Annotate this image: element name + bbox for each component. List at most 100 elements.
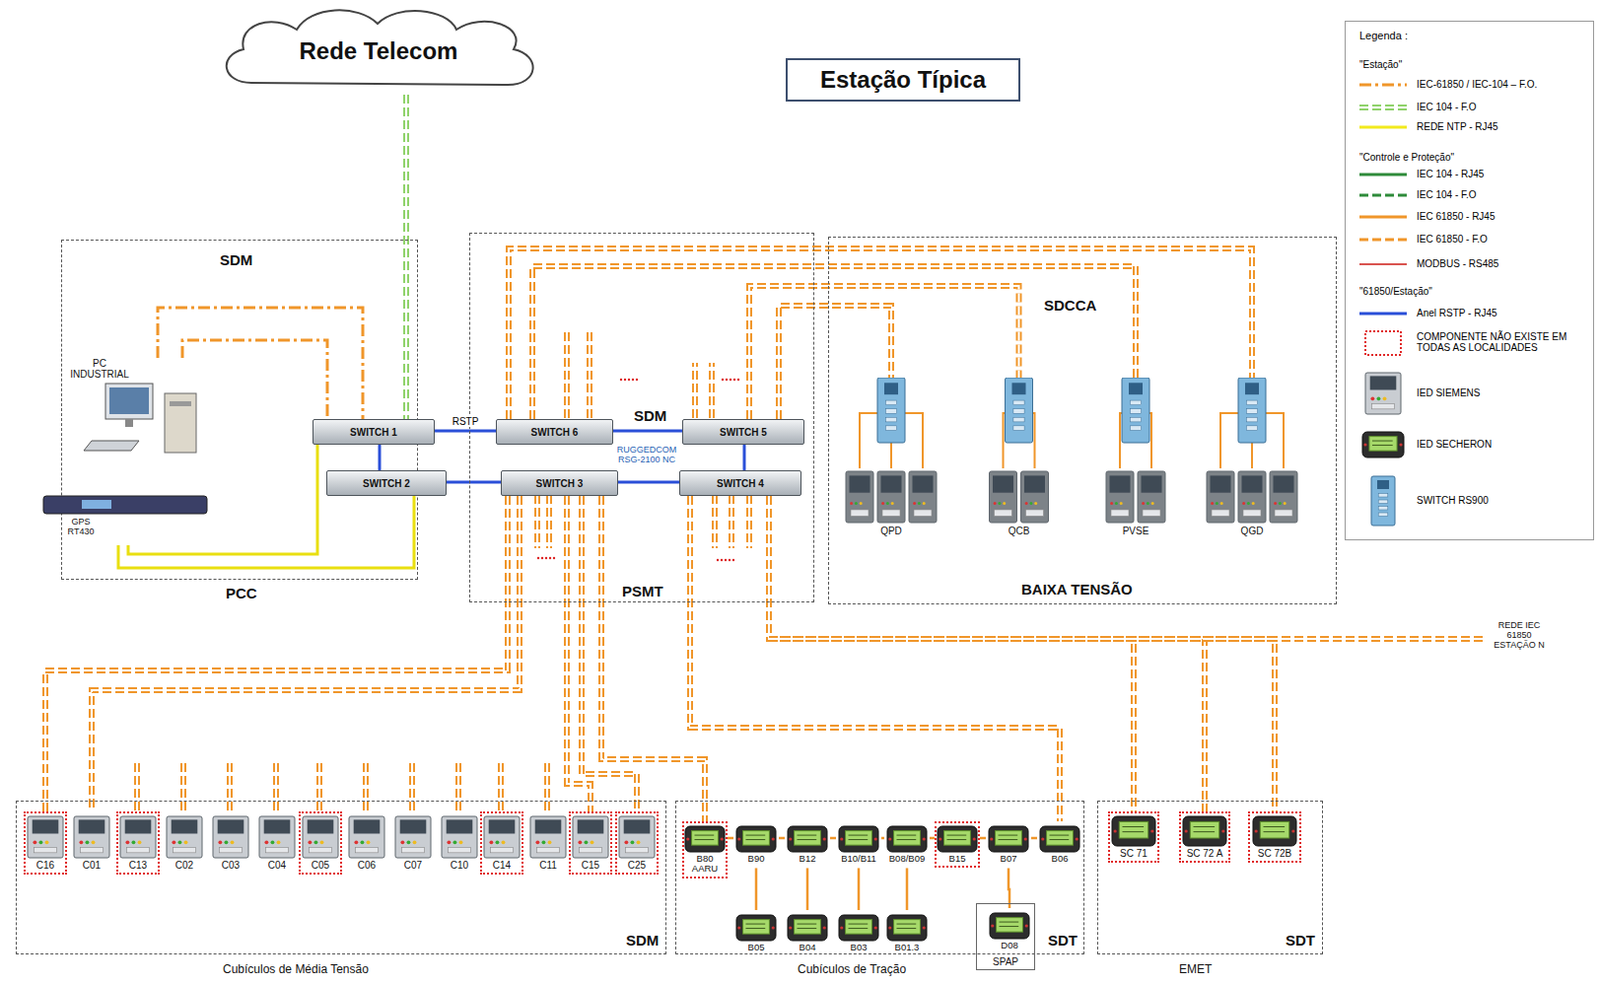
ied-led bbox=[922, 501, 926, 505]
ied-button bbox=[839, 836, 843, 840]
connector bbox=[778, 305, 892, 419]
node-label: SDM bbox=[219, 251, 253, 269]
connector-group bbox=[91, 495, 520, 812]
ellipsis-dot bbox=[553, 556, 556, 559]
ellipsis-dot bbox=[724, 558, 727, 561]
legend-text: IEC 61850 - F.O bbox=[1416, 233, 1583, 245]
rs900-port bbox=[1013, 409, 1025, 415]
ied-led bbox=[1247, 501, 1251, 505]
ied-led bbox=[1242, 501, 1246, 505]
ied-led bbox=[997, 501, 1001, 505]
ied-button bbox=[990, 923, 994, 927]
pc-icon bbox=[81, 379, 210, 455]
node-label: C11 bbox=[539, 859, 557, 871]
node-label: SC 72 A bbox=[1186, 847, 1224, 859]
ied-button bbox=[989, 836, 993, 840]
ied-button bbox=[720, 836, 724, 840]
ied-led bbox=[993, 501, 997, 505]
screen-text-line bbox=[1122, 831, 1145, 833]
ied-led bbox=[230, 839, 235, 844]
ied-led bbox=[859, 501, 863, 505]
connector-core bbox=[91, 495, 520, 812]
ied-icon bbox=[886, 913, 928, 942]
fiber-stub-core bbox=[548, 494, 551, 549]
region-box: SWITCH 6SWITCH 5SWITCH 3SWITCH 4SDMPSMT bbox=[469, 232, 815, 603]
ied-screen bbox=[400, 819, 427, 834]
ied-siemens bbox=[1021, 471, 1049, 523]
ied-body bbox=[908, 471, 937, 523]
legend-line bbox=[1359, 83, 1407, 87]
ied-icon bbox=[347, 815, 386, 859]
device-model-label: RUGGEDCOM RSG-2100 NC bbox=[614, 445, 680, 466]
connector-group bbox=[778, 837, 785, 839]
ied-led bbox=[1220, 501, 1224, 505]
ied-body bbox=[989, 471, 1018, 523]
ied-button bbox=[823, 836, 827, 840]
ied-siemens bbox=[1206, 471, 1235, 523]
ied-secheron: B80 AARU bbox=[682, 821, 728, 879]
ied-siemens: C05 bbox=[298, 811, 343, 875]
ied-led bbox=[277, 839, 281, 844]
node-label: C14 bbox=[492, 859, 511, 871]
screen-text-line bbox=[1049, 834, 1070, 836]
ied-screen bbox=[32, 819, 60, 834]
ied-screen bbox=[624, 819, 651, 834]
ied-icon bbox=[618, 815, 656, 859]
ied-screen bbox=[992, 475, 1014, 492]
node-label: B90 bbox=[748, 853, 766, 864]
ied-led bbox=[85, 839, 90, 844]
ied-led bbox=[446, 839, 451, 844]
node-label: B05 bbox=[748, 942, 766, 953]
node-label: PC INDUSTRIAL bbox=[68, 357, 132, 380]
ied-siemens: C01 bbox=[69, 811, 114, 875]
legend-line bbox=[1359, 238, 1407, 242]
ied-icon bbox=[483, 815, 521, 859]
ied-body bbox=[1182, 816, 1227, 846]
ied-body bbox=[441, 816, 478, 858]
ied-screen bbox=[535, 819, 562, 834]
ied-keypad bbox=[448, 847, 472, 853]
ied-button bbox=[922, 836, 926, 840]
ied-siemens: C13 bbox=[116, 811, 160, 875]
node-label: C16 bbox=[36, 859, 55, 871]
ied-keypad bbox=[850, 509, 869, 516]
ied-led bbox=[45, 839, 50, 844]
ied-led bbox=[453, 839, 458, 844]
screen-text-line bbox=[999, 925, 1020, 927]
ied-led bbox=[636, 839, 641, 844]
ied-siemens: C25 bbox=[615, 811, 659, 875]
ellipsis-dot bbox=[627, 378, 630, 381]
ied-led bbox=[320, 839, 325, 844]
fiber-stub bbox=[728, 494, 735, 549]
ied-keypad bbox=[355, 847, 379, 853]
ellipsis-dot bbox=[624, 378, 627, 381]
fiber-stub bbox=[586, 330, 593, 418]
connector bbox=[778, 836, 785, 840]
ellipsis-dot bbox=[635, 378, 638, 381]
ied-body bbox=[845, 471, 874, 523]
node-label: SWITCH 6 bbox=[531, 426, 579, 438]
screen-text-line bbox=[897, 923, 917, 925]
node-label: B12 bbox=[799, 853, 817, 864]
node-label: QCB bbox=[1008, 525, 1031, 537]
rs900-switch bbox=[1005, 377, 1034, 443]
node-label: B03 bbox=[850, 942, 868, 953]
ied-button bbox=[874, 836, 878, 840]
screen-text-line bbox=[746, 927, 766, 929]
ied-icon bbox=[165, 815, 204, 859]
rs900-panel bbox=[884, 382, 899, 395]
connector-group bbox=[618, 482, 680, 484]
ied-body bbox=[1365, 372, 1401, 415]
ied-screen bbox=[995, 831, 1023, 846]
ied-screen bbox=[78, 819, 106, 834]
screen-text-line bbox=[797, 838, 818, 840]
ied-keypad bbox=[913, 509, 932, 516]
ied-keypad bbox=[1026, 509, 1044, 516]
fiber-stub-core bbox=[499, 761, 502, 811]
legend-sample bbox=[1355, 473, 1411, 529]
node-label: B04 bbox=[799, 942, 817, 953]
ied-led bbox=[1146, 501, 1150, 505]
rs900-port bbox=[1378, 506, 1389, 511]
fiber-stub-core bbox=[713, 494, 716, 549]
node-label: EMET bbox=[1179, 962, 1212, 976]
